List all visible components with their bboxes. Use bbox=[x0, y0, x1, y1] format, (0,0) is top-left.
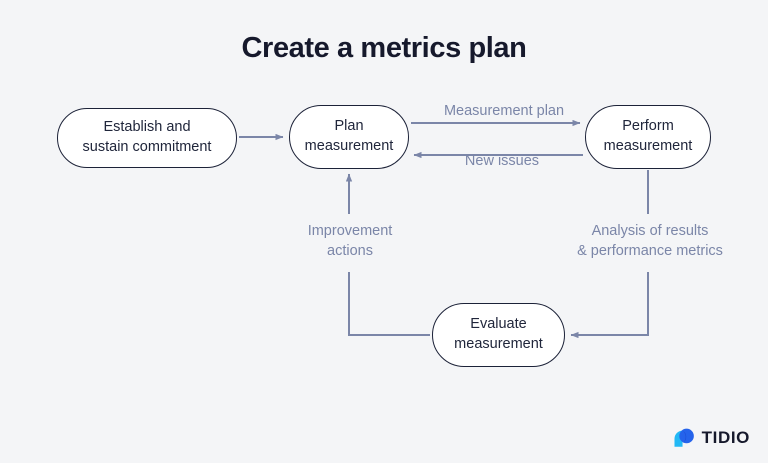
edge-label-improvement-actions: Improvement actions bbox=[307, 223, 393, 259]
node-perform-measurement[interactable]: Perform measurement bbox=[585, 105, 711, 169]
tidio-logo: TIDIO bbox=[672, 426, 750, 449]
edge-label-measurement-plan: Measurement plan bbox=[443, 103, 565, 119]
node-evaluate-measurement[interactable]: Evaluate measurement bbox=[432, 303, 565, 367]
node-label: Perform measurement bbox=[603, 118, 693, 154]
edge-label-analysis-of-results: Analysis of results & performance metric… bbox=[577, 223, 723, 259]
edge-perform-to-evaluate bbox=[570, 170, 649, 339]
node-plan-measurement[interactable]: Plan measurement bbox=[289, 105, 409, 169]
page-title: Create a metrics plan bbox=[241, 32, 527, 64]
node-label: Evaluate measurement bbox=[454, 316, 543, 352]
tidio-mark-icon bbox=[674, 428, 694, 447]
tidio-wordmark: TIDIO bbox=[701, 427, 750, 447]
edge-evaluate-to-plan bbox=[345, 173, 430, 336]
node-label: Plan measurement bbox=[304, 118, 394, 154]
node-label: Establish and sustain commitment bbox=[82, 119, 212, 155]
edge-label-new-issues: New issues bbox=[464, 153, 540, 169]
node-establish-sustain-commitment[interactable]: Establish and sustain commitment bbox=[57, 108, 237, 168]
